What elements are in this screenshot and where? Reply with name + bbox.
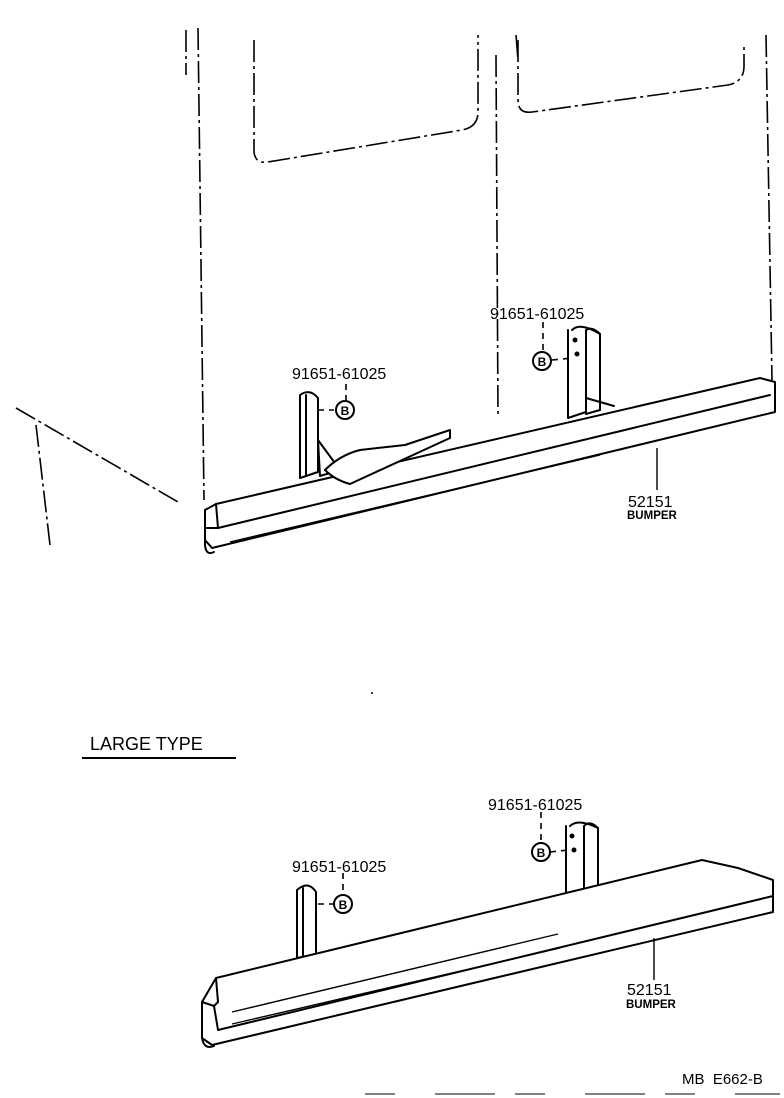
upper-right-leader-h	[551, 357, 573, 361]
upper-left-bolt-symbol: B	[335, 400, 355, 420]
section-title: LARGE TYPE	[90, 734, 203, 754]
lower-bumper-part-name: BUMPER	[626, 999, 677, 1011]
lower-left-bolt-part-number: 91651-61025	[292, 859, 386, 876]
bolt-letter: B	[537, 846, 546, 860]
lower-right-bolt-part-number: 91651-61025	[488, 797, 582, 814]
upper-right-bolt-part-number: 91651-61025	[490, 306, 584, 323]
lower-right-leader-h	[549, 849, 569, 853]
bolt-letter: B	[339, 898, 348, 912]
upper-bumper-part-number: 52151	[628, 494, 673, 511]
upper-bumper-bar	[204, 377, 776, 555]
lower-bumper-bar	[201, 859, 774, 1048]
upper-illustration: B B 91651-61025 91651-61025 52151 BUMPER	[15, 27, 776, 555]
figure-code: MB E662-B	[682, 1071, 763, 1088]
upper-left-bolt-part-number: 91651-61025	[292, 366, 386, 383]
upper-right-bolt-symbol: B	[532, 351, 552, 371]
lower-illustration: B B 91651-61025 91651-61025 52151 BUMPER	[201, 797, 774, 1048]
right-bracket	[567, 325, 615, 419]
bolt-letter: B	[341, 404, 350, 418]
bolt-letter: B	[538, 355, 547, 369]
vehicle-body-outline	[15, 27, 773, 546]
lower-left-bracket	[296, 884, 317, 959]
lower-left-bolt-symbol: B	[333, 894, 353, 914]
lower-right-bolt-symbol: B	[531, 842, 551, 862]
lower-bumper-part-number: 52151	[627, 982, 672, 999]
lower-right-bracket	[565, 821, 599, 894]
section-title-group: LARGE TYPE	[82, 734, 236, 759]
upper-bumper-part-name: BUMPER	[627, 510, 678, 522]
